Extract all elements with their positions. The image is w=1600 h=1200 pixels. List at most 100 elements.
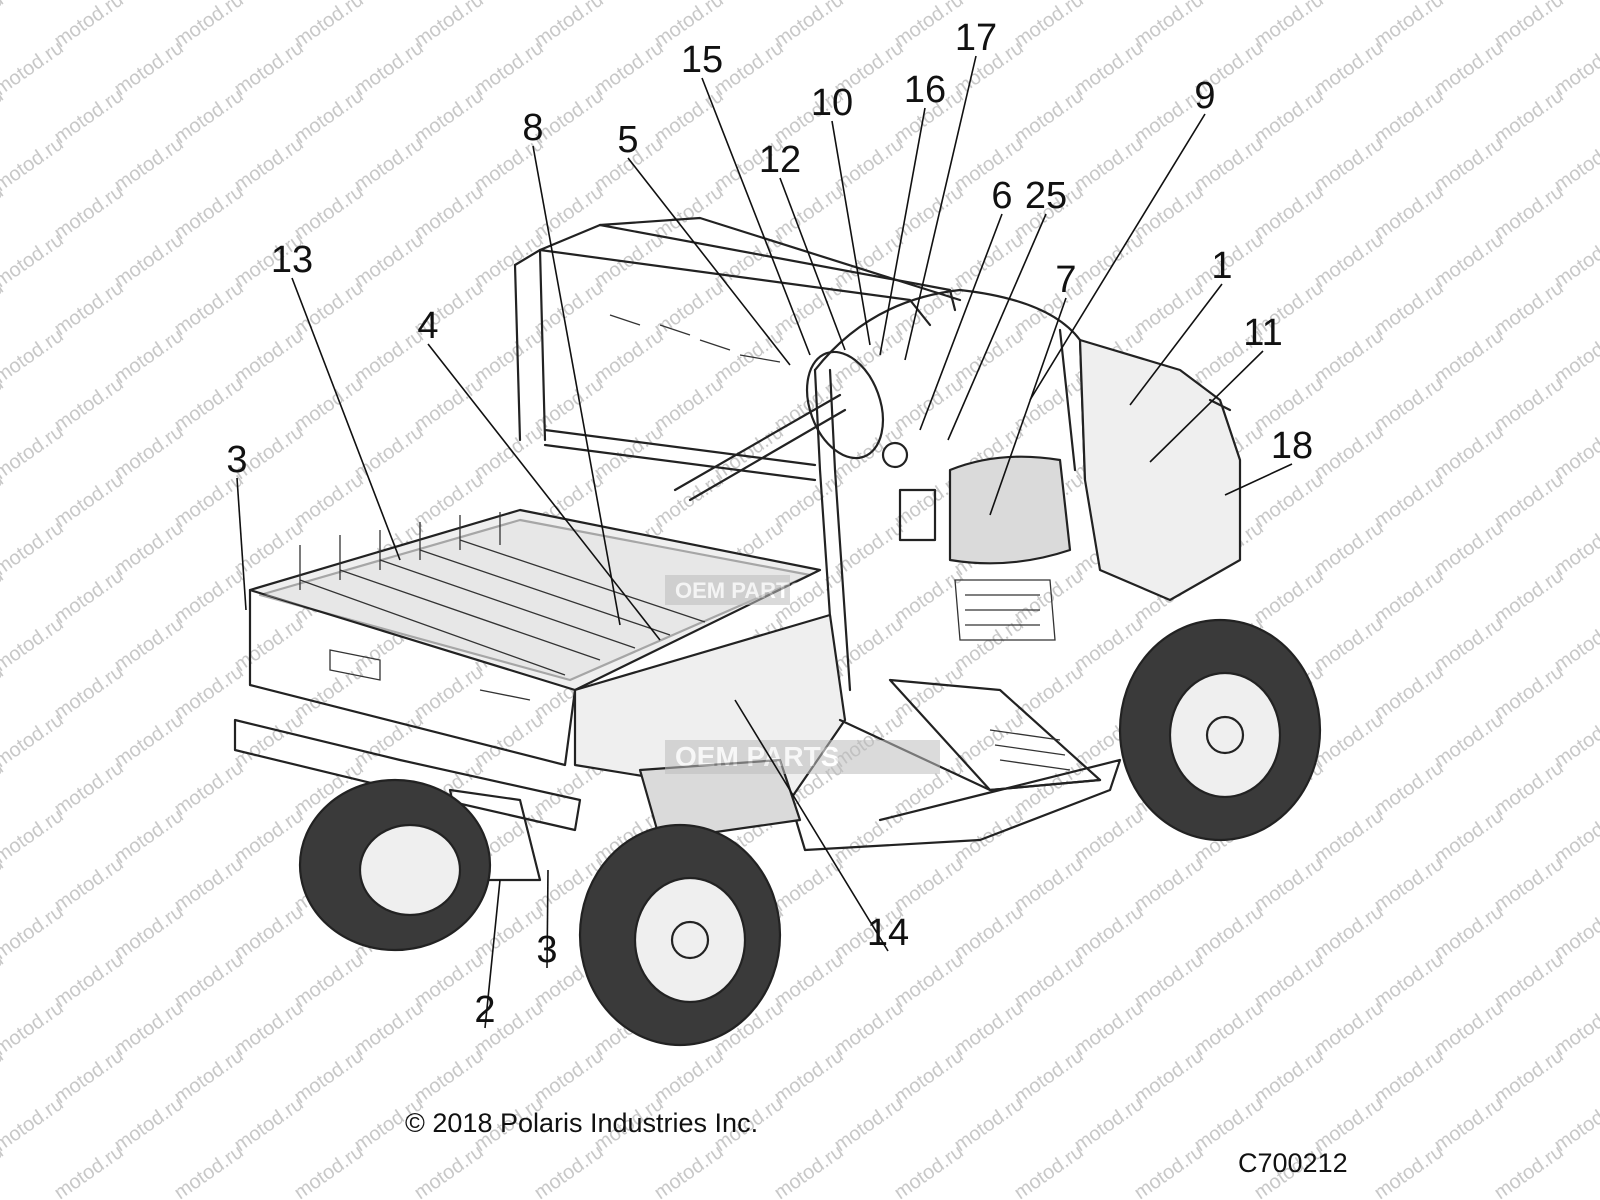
watermark-text: motod.ru	[650, 469, 727, 532]
watermark-text: motod.ru	[470, 325, 547, 388]
callout-number-c10: 10	[811, 82, 853, 124]
watermark-text: motod.ru	[50, 949, 127, 1012]
callout-number-c12: 12	[759, 139, 801, 181]
watermark-text: motod.ru	[1010, 565, 1087, 628]
callout-leader-c3a	[236, 477, 247, 611]
watermark-text: motod.ru	[110, 37, 187, 100]
watermark-text: motod.ru	[1310, 229, 1387, 292]
watermark-text: motod.ru	[1190, 901, 1267, 964]
watermark-text: motod.ru	[1370, 949, 1447, 1012]
watermark-text: motod.ru	[1010, 1141, 1087, 1200]
watermark-text: motod.ru	[1070, 229, 1147, 292]
watermark-text: motod.ru	[290, 181, 367, 244]
watermark-text: motod.ru	[110, 229, 187, 292]
watermark-text: motod.ru	[1070, 613, 1147, 676]
watermark-text: motod.ru	[50, 277, 127, 340]
overlay-logo-text-2: OEM PARTS	[675, 741, 839, 772]
watermark-text: motod.ru	[650, 85, 727, 148]
watermark-text: motod.ru	[0, 421, 68, 484]
watermark-text: motod.ru	[1490, 1045, 1567, 1108]
watermark-text: motod.ru	[0, 1093, 68, 1156]
watermark-text: motod.ru	[1190, 1093, 1267, 1156]
watermark-text: motod.ru	[410, 181, 487, 244]
callout-number-c5: 5	[617, 119, 638, 161]
watermark-text: motod.ru	[0, 133, 68, 196]
watermark-text: motod.ru	[0, 0, 8, 52]
watermark-text: motod.ru	[170, 757, 247, 820]
watermark-text: motod.ru	[50, 469, 127, 532]
watermark-text: motod.ru	[1130, 277, 1207, 340]
callout-leader-c9	[1029, 113, 1206, 401]
callout-number-c4: 4	[417, 305, 438, 347]
watermark-text: motod.ru	[1490, 0, 1567, 52]
watermark-text: motod.ru	[590, 229, 667, 292]
callout-leader-c4	[427, 343, 661, 641]
watermark-text: motod.ru	[230, 1093, 307, 1156]
watermark-text: motod.ru	[830, 421, 907, 484]
watermark-text: motod.ru	[1310, 613, 1387, 676]
watermark-text: motod.ru	[50, 1141, 127, 1200]
watermark-text: motod.ru	[230, 709, 307, 772]
watermark-text: motod.ru	[50, 853, 127, 916]
watermark-text: motod.ru	[1430, 613, 1507, 676]
watermark-text: motod.ru	[290, 949, 367, 1012]
watermark-text: motod.ru	[1430, 133, 1507, 196]
watermark-text: motod.ru	[1130, 0, 1207, 52]
watermark-text: motod.ru	[1430, 901, 1507, 964]
watermark-text: motod.ru	[1190, 133, 1267, 196]
watermark-text: motod.ru	[170, 0, 247, 52]
watermark-text: motod.ru	[1310, 133, 1387, 196]
callout-leader-c13	[291, 277, 401, 561]
watermark-text: motod.ru	[110, 805, 187, 868]
watermark-text: motod.ru	[230, 997, 307, 1060]
watermark-text: motod.ru	[110, 421, 187, 484]
watermark-text: motod.ru	[470, 37, 547, 100]
watermark-text: motod.ru	[1490, 277, 1567, 340]
watermark-text: motod.ru	[530, 1045, 607, 1108]
watermark-text: motod.ru	[770, 853, 847, 916]
watermark-text: motod.ru	[1490, 1141, 1567, 1200]
watermark-text: motod.ru	[170, 565, 247, 628]
watermark-text: motod.ru	[0, 0, 68, 4]
watermark-text: motod.ru	[530, 373, 607, 436]
watermark-text: motod.ru	[1370, 0, 1447, 52]
callout-leader-c11	[1149, 350, 1264, 463]
watermark-text: motod.ru	[1250, 181, 1327, 244]
watermark-text: motod.ru	[1370, 565, 1447, 628]
watermark-text: motod.ru	[1070, 1093, 1147, 1156]
watermark-text: motod.ru	[0, 325, 68, 388]
callout-leader-c6	[919, 213, 1003, 431]
watermark-text: motod.ru	[1250, 565, 1327, 628]
watermark-text: motod.ru	[1070, 805, 1147, 868]
watermark-text: motod.ru	[650, 373, 727, 436]
watermark-text: motod.ru	[1370, 373, 1447, 436]
watermark-text: motod.ru	[1250, 85, 1327, 148]
watermark-text: motod.ru	[110, 517, 187, 580]
overlay-logo-text: OEM PARTS	[675, 578, 804, 603]
watermark-text: motod.ru	[650, 1141, 727, 1200]
watermark-text: motod.ru	[950, 613, 1027, 676]
front-right-wheel	[1118, 618, 1322, 842]
watermark-text: motod.ru	[1430, 421, 1507, 484]
copyright-notice: © 2018 Polaris Industries Inc.	[405, 1108, 759, 1138]
watermark-text: motod.ru	[0, 901, 68, 964]
callout-number-c25: 25	[1025, 175, 1067, 217]
watermark-text: motod.ru	[350, 325, 427, 388]
watermark-text: motod.ru	[770, 1141, 847, 1200]
watermark-text: motod.ru	[890, 853, 967, 916]
watermark-text: motod.ru	[770, 0, 847, 52]
watermark-text: motod.ru	[290, 373, 367, 436]
watermark-text: motod.ru	[1310, 901, 1387, 964]
callout-number-c15: 15	[681, 39, 723, 81]
watermark-text: motod.ru	[410, 1045, 487, 1108]
watermark-text: motod.ru	[950, 1093, 1027, 1156]
watermark-text: motod.ru	[50, 0, 127, 52]
watermark-text: motod.ru	[830, 613, 907, 676]
watermark-text: motod.ru	[230, 325, 307, 388]
watermark-text: motod.ru	[1250, 949, 1327, 1012]
watermark-text: motod.ru	[410, 1141, 487, 1200]
watermark-text: motod.ru	[170, 1141, 247, 1200]
callout-leader-c2	[484, 879, 501, 1029]
watermark-text: motod.ru	[170, 949, 247, 1012]
